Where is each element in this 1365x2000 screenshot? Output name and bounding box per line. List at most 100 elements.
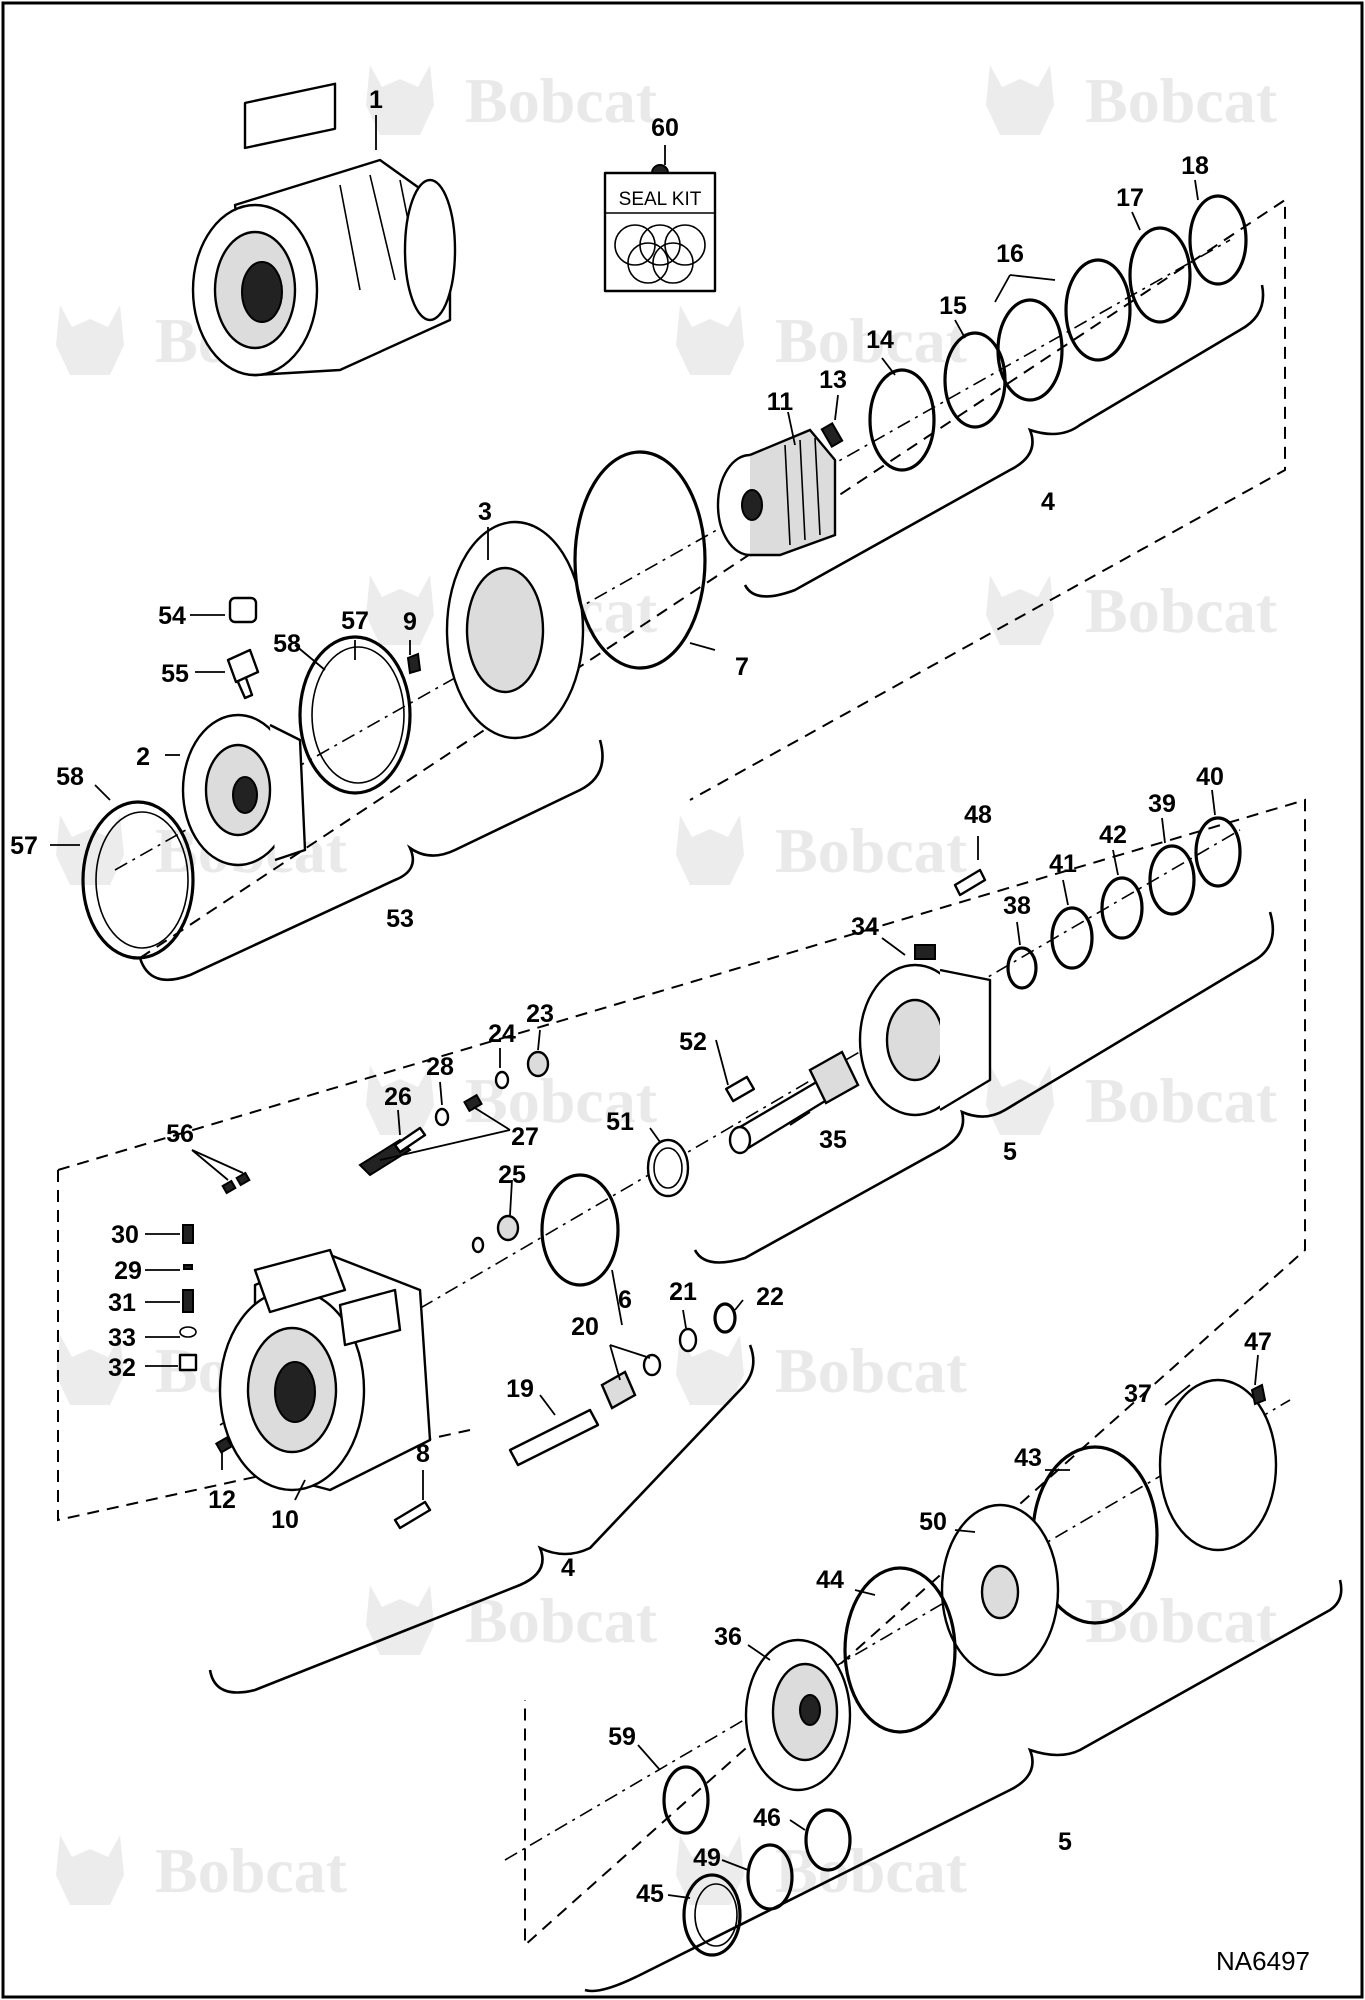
brace-4-upper [743, 284, 1265, 598]
callout-38: 38 [1003, 892, 1031, 920]
callout-8: 8 [416, 1440, 430, 1468]
callout-47: 47 [1244, 1328, 1272, 1356]
drive-shaft-part [728, 1050, 860, 1155]
axis-lower [504, 1399, 1291, 1861]
callout-36: 36 [714, 1623, 742, 1651]
large-o-ring-part [573, 450, 707, 670]
watermark-tile: Bobcat [986, 1065, 1278, 1136]
callout-58-left: 58 [56, 763, 84, 791]
watermark-tile: Bobcat [676, 305, 968, 376]
cover-plate-37 [1158, 1378, 1278, 1552]
callout-16: 16 [996, 240, 1024, 268]
watermark-text: Bobcat [1085, 1585, 1278, 1656]
callout-12: 12 [208, 1486, 236, 1514]
seal-rings-upper-right [868, 194, 1248, 472]
watermark-text: Bobcat [465, 65, 658, 136]
watermark-text: Bobcat [775, 1335, 968, 1406]
bobcat-logo-icon [366, 65, 434, 135]
callout-5-upper: 5 [1003, 1138, 1017, 1166]
callout-28: 28 [426, 1053, 454, 1081]
callout-58-right: 58 [273, 630, 301, 658]
check-valve-stack [178, 1224, 198, 1372]
brake-piston-36 [744, 1638, 852, 1792]
callout-53: 53 [386, 905, 414, 933]
callout-29: 29 [114, 1257, 142, 1285]
watermark-tile: Bobcat [676, 815, 968, 886]
valve-housing-part [218, 1248, 432, 1492]
callout-18: 18 [1181, 152, 1209, 180]
watermark-text: Bobcat [775, 305, 968, 376]
callout-48: 48 [964, 801, 992, 829]
callout-25: 25 [498, 1161, 526, 1189]
planet-carrier-part [858, 944, 992, 1117]
callout-57-left: 57 [10, 832, 38, 860]
callout-27: 27 [511, 1123, 539, 1151]
small-ring-24 [494, 1070, 510, 1090]
callout-labels: 1 2 3 4 4 5 5 6 7 8 9 10 11 12 13 14 15 … [10, 86, 1272, 1908]
screws-56 [221, 1171, 251, 1195]
bobcat-logo-icon [366, 575, 434, 645]
bolt-8 [393, 1500, 432, 1530]
bushing-51 [646, 1138, 690, 1198]
seal-rings-middle-right [1006, 816, 1242, 990]
callout-41: 41 [1049, 850, 1077, 878]
watermark-tile: Bobcat [986, 65, 1278, 136]
callout-14: 14 [866, 326, 894, 354]
callout-42: 42 [1099, 821, 1127, 849]
small-ring-25 [471, 1236, 485, 1254]
bobcat-logo-icon [986, 575, 1054, 645]
screw-47 [1250, 1383, 1267, 1406]
callout-52: 52 [679, 1028, 707, 1056]
watermark-text: Bobcat [1085, 1065, 1278, 1136]
bobcat-logo-icon [676, 815, 744, 885]
pin-52 [724, 1075, 756, 1103]
brace-53 [138, 739, 604, 982]
callout-54: 54 [158, 602, 186, 630]
brace-4-lower [208, 1344, 755, 1694]
o-ring-6 [540, 1173, 620, 1287]
callout-33: 33 [108, 1324, 136, 1352]
ring-46 [804, 1808, 852, 1872]
bobcat-logo-icon [56, 305, 124, 375]
callout-21: 21 [669, 1278, 697, 1306]
small-ring-28 [434, 1107, 450, 1127]
brace-5-upper [693, 911, 1275, 1264]
ring-59 [662, 1765, 710, 1835]
watermark-text: Bobcat [155, 1835, 348, 1906]
callout-4-lower: 4 [561, 1554, 575, 1582]
callout-59: 59 [608, 1723, 636, 1751]
callout-19: 19 [506, 1375, 534, 1403]
watermark-text: Bobcat [1085, 65, 1278, 136]
callout-10: 10 [271, 1506, 299, 1534]
callout-24: 24 [488, 1020, 516, 1048]
bobcat-logo-icon [56, 1335, 124, 1405]
callout-17: 17 [1116, 184, 1144, 212]
callout-13: 13 [819, 366, 847, 394]
watermark-text: Bobcat [1085, 575, 1278, 646]
ring-plate-part [445, 520, 585, 740]
watermark-tile: Bobcat [366, 1585, 658, 1656]
bolt-48 [953, 868, 987, 897]
callout-23: 23 [526, 1000, 554, 1028]
callout-5-lower: 5 [1058, 1828, 1072, 1856]
callout-30: 30 [111, 1221, 139, 1249]
watermark-tile: Bobcat [676, 1335, 968, 1406]
watermark-text: Bobcat [465, 1585, 658, 1656]
callout-43: 43 [1014, 1444, 1042, 1472]
watermark-tile: Bobcat [366, 65, 658, 136]
callout-46: 46 [753, 1804, 781, 1832]
plug-25 [496, 1214, 520, 1242]
bobcat-logo-icon [56, 815, 124, 885]
relief-valve-part [508, 1302, 737, 1467]
bobcat-logo-icon [366, 1065, 434, 1135]
bobcat-logo-icon [986, 65, 1054, 135]
plug-fitting-part [226, 596, 260, 700]
callout-7: 7 [735, 653, 749, 681]
end-cap-part [181, 713, 307, 867]
screw-part [406, 652, 422, 675]
callout-44: 44 [816, 1566, 844, 1594]
callout-6: 6 [618, 1286, 632, 1314]
callout-26: 26 [384, 1083, 412, 1111]
callout-15: 15 [939, 292, 967, 320]
